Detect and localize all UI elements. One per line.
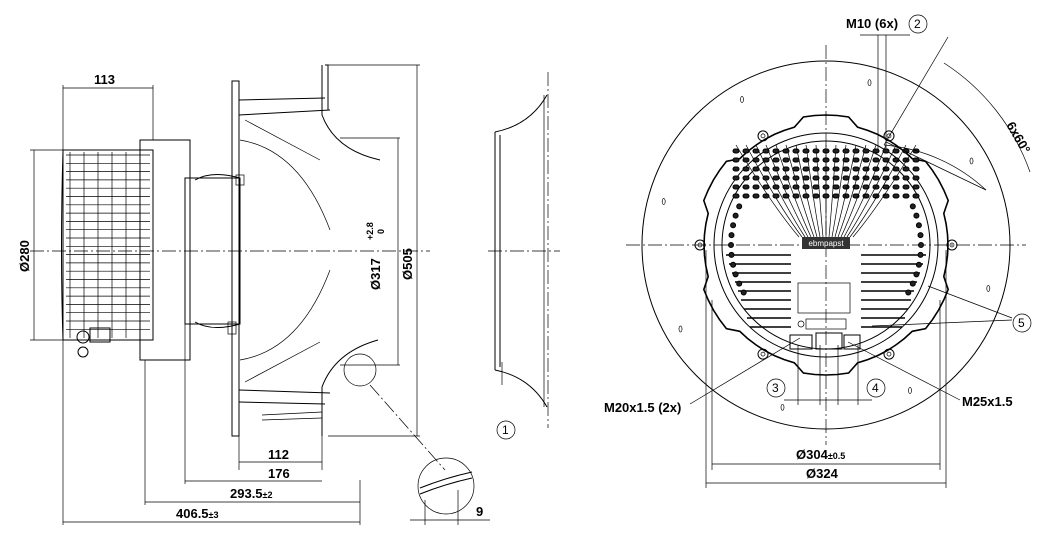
- dim-317: Ø317: [368, 258, 383, 290]
- label-m10: M10 (6x): [846, 16, 898, 31]
- front-view: ebmpapst 6x60°: [626, 36, 1033, 445]
- dim-317-tol-lower: 0: [376, 229, 386, 234]
- callout-1: 1: [502, 423, 509, 437]
- label-m25: M25x1.5: [962, 394, 1013, 409]
- dim-304-tol: ±0.5: [828, 451, 845, 461]
- motor-flange: [702, 114, 950, 376]
- side-view: 113 Ø280 Ø317 +2.8 0 Ø505 112 176 293.5±…: [17, 64, 490, 525]
- dim-293: 293.5±2: [230, 486, 273, 501]
- dim-293-value: 293.5: [230, 486, 263, 501]
- callout-5: 5: [1018, 316, 1025, 330]
- dim-113: 113: [94, 72, 115, 87]
- impeller-side: [227, 64, 381, 437]
- dim-293-tol: ±2: [263, 490, 273, 500]
- dim-406-tol: ±3: [209, 510, 219, 520]
- dim-280: Ø280: [17, 240, 32, 272]
- callout-2: 2: [914, 17, 921, 31]
- dim-324: Ø324: [806, 466, 839, 481]
- dim-9: 9: [476, 504, 483, 519]
- dim-406: 406.5±3: [176, 506, 219, 521]
- inlet-ring-view: 1: [488, 72, 560, 440]
- dim-317-tol-upper: +2.8: [365, 222, 375, 240]
- dim-6x60: 6x60°: [1003, 119, 1033, 156]
- impeller-disc: [641, 60, 1011, 430]
- label-m20: M20x1.5 (2x): [604, 400, 681, 415]
- callout-3: 3: [772, 381, 779, 395]
- brand-label: ebmpapst: [808, 239, 844, 248]
- dim-304: Ø304±0.5: [796, 447, 845, 462]
- dim-505: Ø505: [400, 248, 415, 280]
- dim-176: 176: [268, 466, 290, 481]
- dim-304-value: Ø304: [796, 447, 829, 462]
- callout-4: 4: [872, 381, 879, 395]
- front-view-annotations: M10 (6x) 2 5 M20x1.5 (2x) M25x1.5 3 4 Ø3…: [604, 14, 1032, 488]
- dim-112: 112: [268, 447, 289, 462]
- motor-housing: [61, 139, 241, 361]
- dim-406-value: 406.5: [176, 506, 209, 521]
